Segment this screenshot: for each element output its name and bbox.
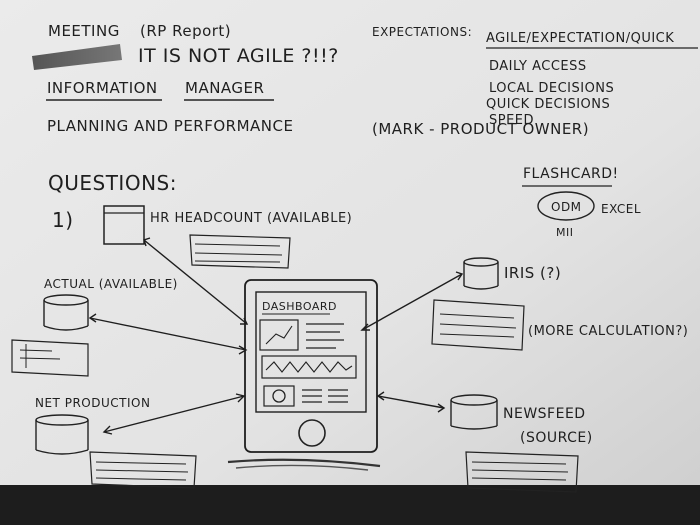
expectation-item-4: SPEED xyxy=(489,113,534,128)
excel-label: EXCEL xyxy=(601,202,641,216)
odm-label: ODM xyxy=(551,200,582,214)
iris-node: IRIS (?) (MORE CALCULATION?) xyxy=(431,257,688,351)
connector-arrows xyxy=(88,237,464,435)
arrow-net-dashboard xyxy=(103,395,245,433)
expectation-item-3: QUICK DECISIONS xyxy=(486,97,610,112)
chart-widget-icon xyxy=(259,319,299,351)
arrow-iris-dashboard xyxy=(361,273,463,331)
header-notes: MEETING (RP Report) IT IS NOT AGILE ?!!?… xyxy=(32,22,589,138)
tablet-sketch: DASHBOARD xyxy=(227,279,381,471)
paper-sheet xyxy=(0,0,700,500)
arrow-hr-dashboard xyxy=(143,239,248,325)
dashboard-label: DASHBOARD xyxy=(262,300,337,313)
planning-label: PLANNING AND PERFORMANCE xyxy=(47,117,293,135)
not-agile-text: IT IS NOT AGILE ?!!? xyxy=(138,45,339,67)
hr-report-sketch xyxy=(189,234,291,269)
net-production-label: NET PRODUCTION xyxy=(35,396,150,410)
marker-highlight xyxy=(32,44,122,70)
questions-label: QUESTIONS: xyxy=(48,171,177,195)
arrow-actual-dashboard xyxy=(89,317,247,351)
pie-widget-icon xyxy=(263,385,295,407)
source-label: (SOURCE) xyxy=(520,430,593,446)
more-calculation-label: (MORE CALCULATION?) xyxy=(528,324,688,339)
hr-headcount-label: HR HEADCOUNT (AVAILABLE) xyxy=(150,211,352,226)
list-widget-icon xyxy=(302,389,348,403)
actual-node: ACTUAL (AVAILABLE) xyxy=(11,277,178,377)
net-database-icon xyxy=(35,414,89,455)
expectations-heading: AGILE/EXPECTATION/QUICK xyxy=(486,31,674,46)
net-report-sketch xyxy=(89,451,197,489)
expectations-label: EXPECTATIONS: xyxy=(372,25,472,39)
manager-label: MANAGER xyxy=(185,79,264,97)
expectation-item-1: DAILY ACCESS xyxy=(489,59,587,74)
information-label: INFORMATION xyxy=(47,79,158,97)
arrow-newsfeed-dashboard xyxy=(377,395,445,409)
iris-database-icon xyxy=(463,257,499,290)
newsfeed-node: NEWSFEED (SOURCE) xyxy=(450,394,593,493)
question-number: 1) xyxy=(52,208,74,232)
wave-widget-icon xyxy=(261,355,357,379)
newsfeed-label: NEWSFEED xyxy=(503,406,586,422)
questions-block: QUESTIONS: 1) xyxy=(48,171,177,232)
home-button-icon xyxy=(298,419,326,447)
notebook-edge xyxy=(0,485,700,525)
tablet-screen xyxy=(255,291,367,413)
mii-label: MII xyxy=(556,226,573,239)
hr-box-icon xyxy=(103,205,145,245)
odm-circle xyxy=(537,191,595,221)
text-widget xyxy=(306,323,344,349)
owner-label: (MARK - PRODUCT OWNER) xyxy=(372,120,589,138)
tablet-shadow xyxy=(227,458,381,468)
actual-report-sketch xyxy=(11,339,89,377)
meeting-label: MEETING xyxy=(48,22,120,40)
actual-database-icon xyxy=(43,294,89,331)
flashcard-label: FLASHCARD! xyxy=(523,166,619,182)
newsfeed-report-sketch xyxy=(465,451,579,493)
expectations-block: EXPECTATIONS: AGILE/EXPECTATION/QUICK DA… xyxy=(372,25,698,128)
expectation-item-2: LOCAL DECISIONS xyxy=(489,81,614,96)
newsfeed-database-icon xyxy=(450,394,498,430)
net-production-node: NET PRODUCTION xyxy=(35,396,197,489)
actual-label: ACTUAL (AVAILABLE) xyxy=(44,277,178,291)
iris-label: IRIS (?) xyxy=(504,264,561,282)
hr-headcount-node: HR HEADCOUNT (AVAILABLE) xyxy=(103,205,352,269)
flashcard-block: FLASHCARD! ODM EXCEL MII xyxy=(522,166,641,239)
tablet-frame xyxy=(244,279,378,453)
iris-report-sketch xyxy=(431,299,525,351)
report-label: (RP Report) xyxy=(140,22,231,40)
